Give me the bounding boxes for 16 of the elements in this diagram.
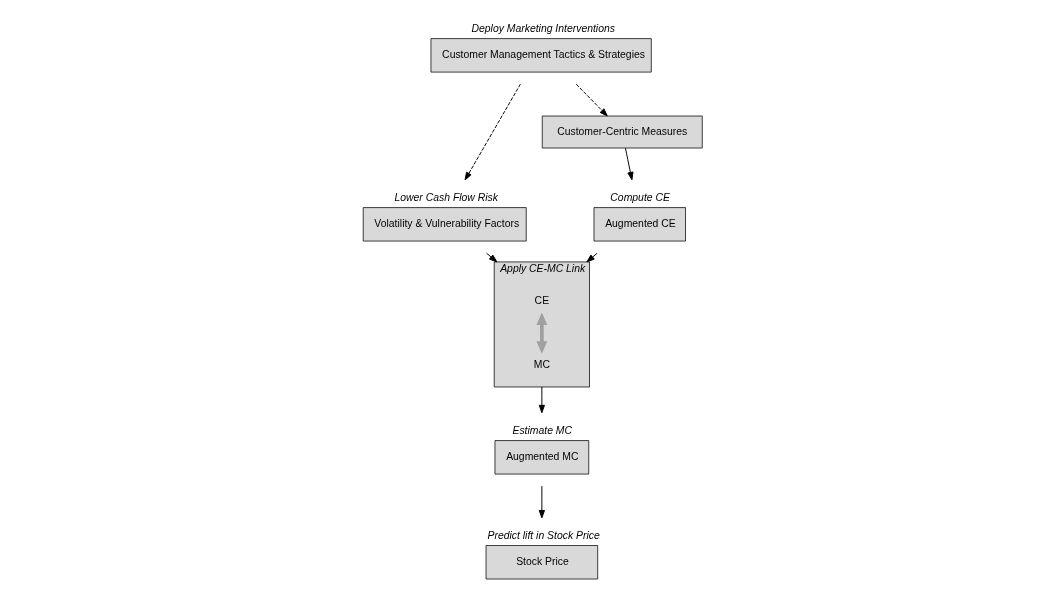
arrow xyxy=(624,147,633,181)
node-label: Lower Cash Flow Risk xyxy=(393,192,498,204)
arrow xyxy=(538,386,545,414)
node-label: Deploy Marketing Interventions xyxy=(471,23,615,35)
node-label: Estimate MC xyxy=(511,425,572,437)
node-text: MC xyxy=(533,358,550,370)
arrow xyxy=(585,252,598,263)
node-box: Customer-Centric Measures xyxy=(541,115,703,149)
arrow xyxy=(538,485,545,519)
arrow xyxy=(575,83,608,117)
node-label: Compute CE xyxy=(609,192,670,204)
node-label: Predict lift in Stock Price xyxy=(487,529,600,541)
node-text: CE xyxy=(534,294,549,306)
arrow xyxy=(535,312,547,354)
arrow xyxy=(464,83,521,181)
arrow xyxy=(485,252,497,263)
